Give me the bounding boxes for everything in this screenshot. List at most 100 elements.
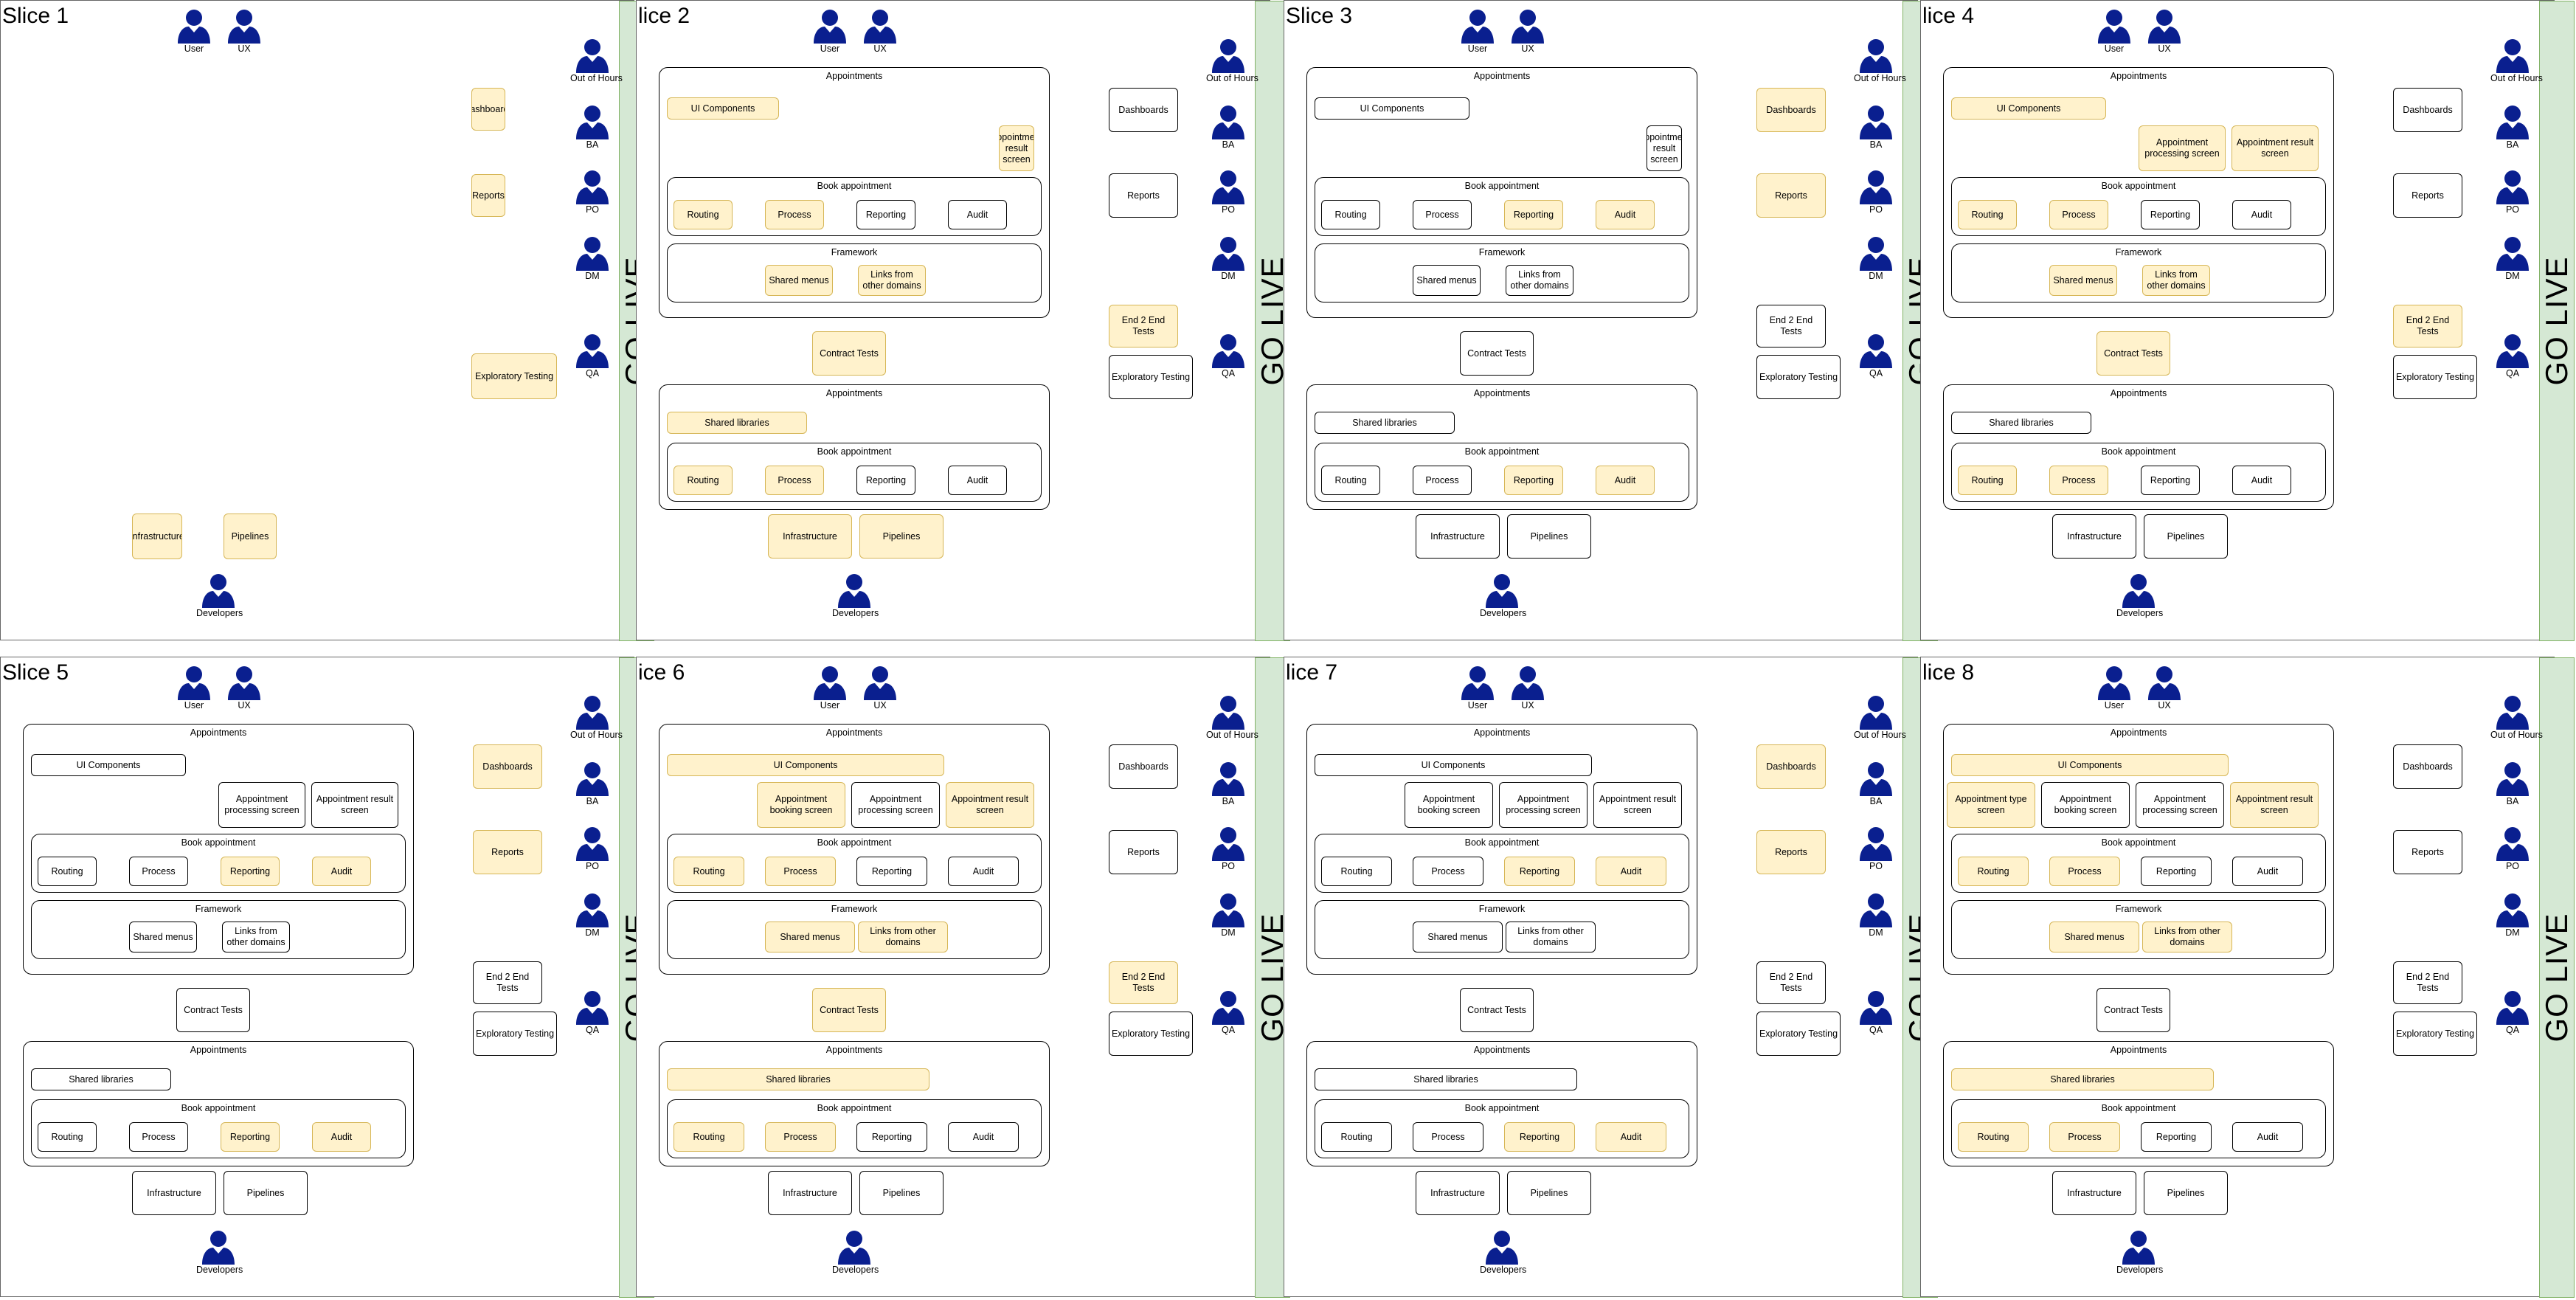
book-item-box: Process	[765, 857, 836, 886]
screen-box: Appointment result screen	[946, 782, 1034, 828]
contract-tests-box: Contract Tests	[1460, 331, 1534, 376]
contract-tests-box: Contract Tests	[812, 988, 886, 1032]
shared-libraries-box: Shared libraries	[1315, 1068, 1577, 1090]
out-of-hours-persona: Out of Hours	[1854, 694, 1906, 741]
person-label: UX	[1521, 700, 1534, 710]
dashboards-box: Dashboards	[473, 744, 542, 789]
book-item-box: Reporting	[1504, 466, 1563, 495]
po-persona: PO	[1854, 826, 1898, 872]
exploratory-testing-box: Exploratory Testing	[1109, 1012, 1193, 1056]
person-label: Out of Hours	[1854, 73, 1906, 83]
person-label: QA	[1869, 1025, 1883, 1035]
screen-box: Appointment result screen	[2230, 782, 2319, 828]
person-icon	[2496, 827, 2529, 861]
group-title: Appointments	[2110, 1045, 2167, 1055]
book-item-box: Routing	[674, 200, 733, 229]
po-persona: PO	[2490, 826, 2535, 872]
book-item-box: Audit	[1596, 857, 1666, 886]
end-2-end-tests-box: End 2 End Tests	[2393, 305, 2462, 348]
book-item-box: Audit	[312, 1122, 371, 1152]
dm-persona: DM	[1854, 235, 1898, 282]
person-icon	[1212, 827, 1244, 861]
book-item-box: Process	[1413, 466, 1472, 495]
person-label: UX	[2158, 44, 2171, 54]
developers-persona: Developers	[196, 573, 243, 619]
group-title: Book appointment	[181, 837, 256, 848]
screen-box: Appointment result screen	[1593, 782, 1682, 828]
person-label: PO	[2505, 861, 2520, 871]
book-item-box: Audit	[2232, 857, 2303, 886]
person-icon	[2148, 10, 2181, 44]
pipelines-box: Pipelines	[859, 514, 944, 559]
end-2-end-tests-box: End 2 End Tests	[1756, 961, 1826, 1004]
group-title: Framework	[2115, 247, 2162, 257]
group-title: Appointments	[825, 388, 883, 398]
group-title: Appointments	[1473, 1045, 1531, 1055]
book-item-box: Process	[765, 1122, 836, 1152]
person-label: UX	[1521, 44, 1534, 54]
end-2-end-tests-box: End 2 End Tests	[1756, 305, 1826, 348]
exploratory-testing-box: Exploratory Testing	[2393, 1012, 2477, 1056]
reports-box: Reports	[471, 174, 505, 217]
book-item-box: Reporting	[856, 200, 915, 229]
person-label: Out of Hours	[570, 730, 623, 740]
exploratory-testing-box: Exploratory Testing	[471, 353, 557, 399]
book-item-box: Process	[2049, 466, 2108, 495]
person-label: PO	[585, 861, 600, 871]
reports-box: Reports	[473, 830, 542, 874]
person-label: QA	[1221, 368, 1236, 378]
dashboards-box: Dashboards	[2393, 88, 2462, 132]
person-icon	[2496, 106, 2529, 139]
ba-persona: BA	[2490, 104, 2535, 151]
book-item-box: Reporting	[2141, 200, 2200, 229]
person-icon	[576, 827, 609, 861]
person-icon	[2098, 10, 2130, 44]
contract-tests-box: Contract Tests	[1460, 988, 1534, 1032]
dashboards-box: Dashboards	[2393, 744, 2462, 789]
person-icon	[576, 39, 609, 73]
person-icon	[1860, 696, 1892, 730]
shared-menus-box: Shared menus	[1413, 265, 1481, 296]
person-icon	[2496, 762, 2529, 796]
person-label: User	[1467, 700, 1488, 710]
exploratory-testing-box: Exploratory Testing	[2393, 355, 2477, 399]
dashboards-box: Dashboards	[471, 88, 505, 131]
shared-libraries-box: Shared libraries	[667, 1068, 929, 1090]
book-item-box: Reporting	[2141, 1122, 2212, 1152]
person-label: UX	[2158, 700, 2171, 710]
book-item-box: Reporting	[221, 857, 280, 886]
screen-box: Appointment type screen	[1947, 782, 2035, 828]
shared-menus-box: Shared menus	[765, 922, 855, 952]
slice-title: lice 7	[1286, 660, 1338, 685]
person-icon	[576, 106, 609, 139]
person-icon	[576, 893, 609, 927]
person-icon	[178, 666, 210, 700]
pipelines-box: Pipelines	[224, 514, 277, 559]
person-icon	[1512, 10, 1544, 44]
person-icon	[2496, 237, 2529, 271]
developers-persona: Developers	[2116, 573, 2163, 619]
reports-box: Reports	[1109, 830, 1178, 874]
person-icon	[838, 574, 870, 608]
po-persona: PO	[1206, 169, 1250, 215]
out-of-hours-persona: Out of Hours	[1854, 38, 1906, 84]
book-item-box: Routing	[1958, 1122, 2029, 1152]
user-persona: User	[172, 665, 216, 711]
go-live-bar: GO LIVE	[2539, 1, 2575, 641]
exploratory-testing-box: Exploratory Testing	[1109, 355, 1193, 399]
qa-persona: QA	[570, 989, 614, 1036]
book-item-box: Routing	[38, 1122, 97, 1152]
screen-box: Appointment booking screen	[757, 782, 845, 828]
person-icon	[2148, 666, 2181, 700]
book-item-box: Reporting	[2141, 466, 2200, 495]
ui-components-box: UI Components	[1951, 97, 2106, 120]
group-title: Book appointment	[1464, 446, 1540, 457]
person-label: PO	[1221, 861, 1236, 871]
